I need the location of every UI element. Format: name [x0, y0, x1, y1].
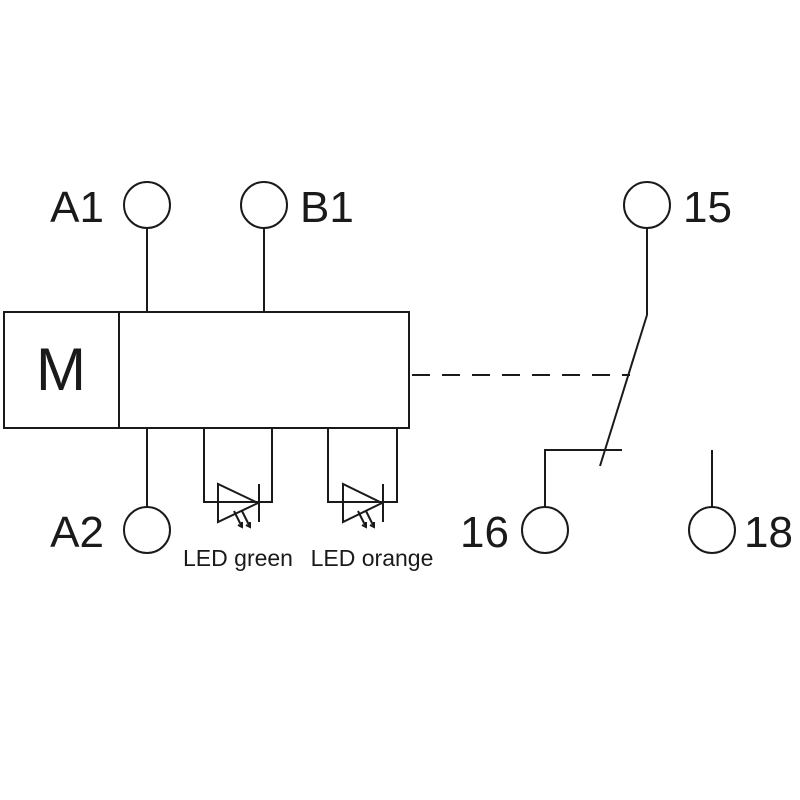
- contact-blade: [599, 314, 648, 467]
- led-orange-symbol: [327, 428, 398, 529]
- relay-body: [3, 311, 410, 429]
- terminal-18: [688, 506, 736, 554]
- terminal-a1: [123, 181, 171, 229]
- nc-contact-wire: [544, 449, 622, 507]
- terminal-16-label: 16: [460, 508, 509, 557]
- terminal-16: [521, 506, 569, 554]
- terminal-b1: [240, 181, 288, 229]
- terminal-15-label: 15: [683, 183, 732, 232]
- led-orange-label: LED orange: [311, 545, 434, 571]
- led-green-label: LED green: [183, 545, 293, 571]
- terminal-a2-label: A2: [50, 508, 104, 557]
- led-green-symbol: [203, 428, 273, 529]
- terminal-a1-label: A1: [50, 183, 104, 232]
- terminal-a2: [123, 506, 171, 554]
- terminal-15: [623, 181, 671, 229]
- terminal-b1-label: B1: [300, 183, 354, 232]
- terminal-18-label: 18: [744, 508, 793, 557]
- module-label: M: [36, 336, 86, 403]
